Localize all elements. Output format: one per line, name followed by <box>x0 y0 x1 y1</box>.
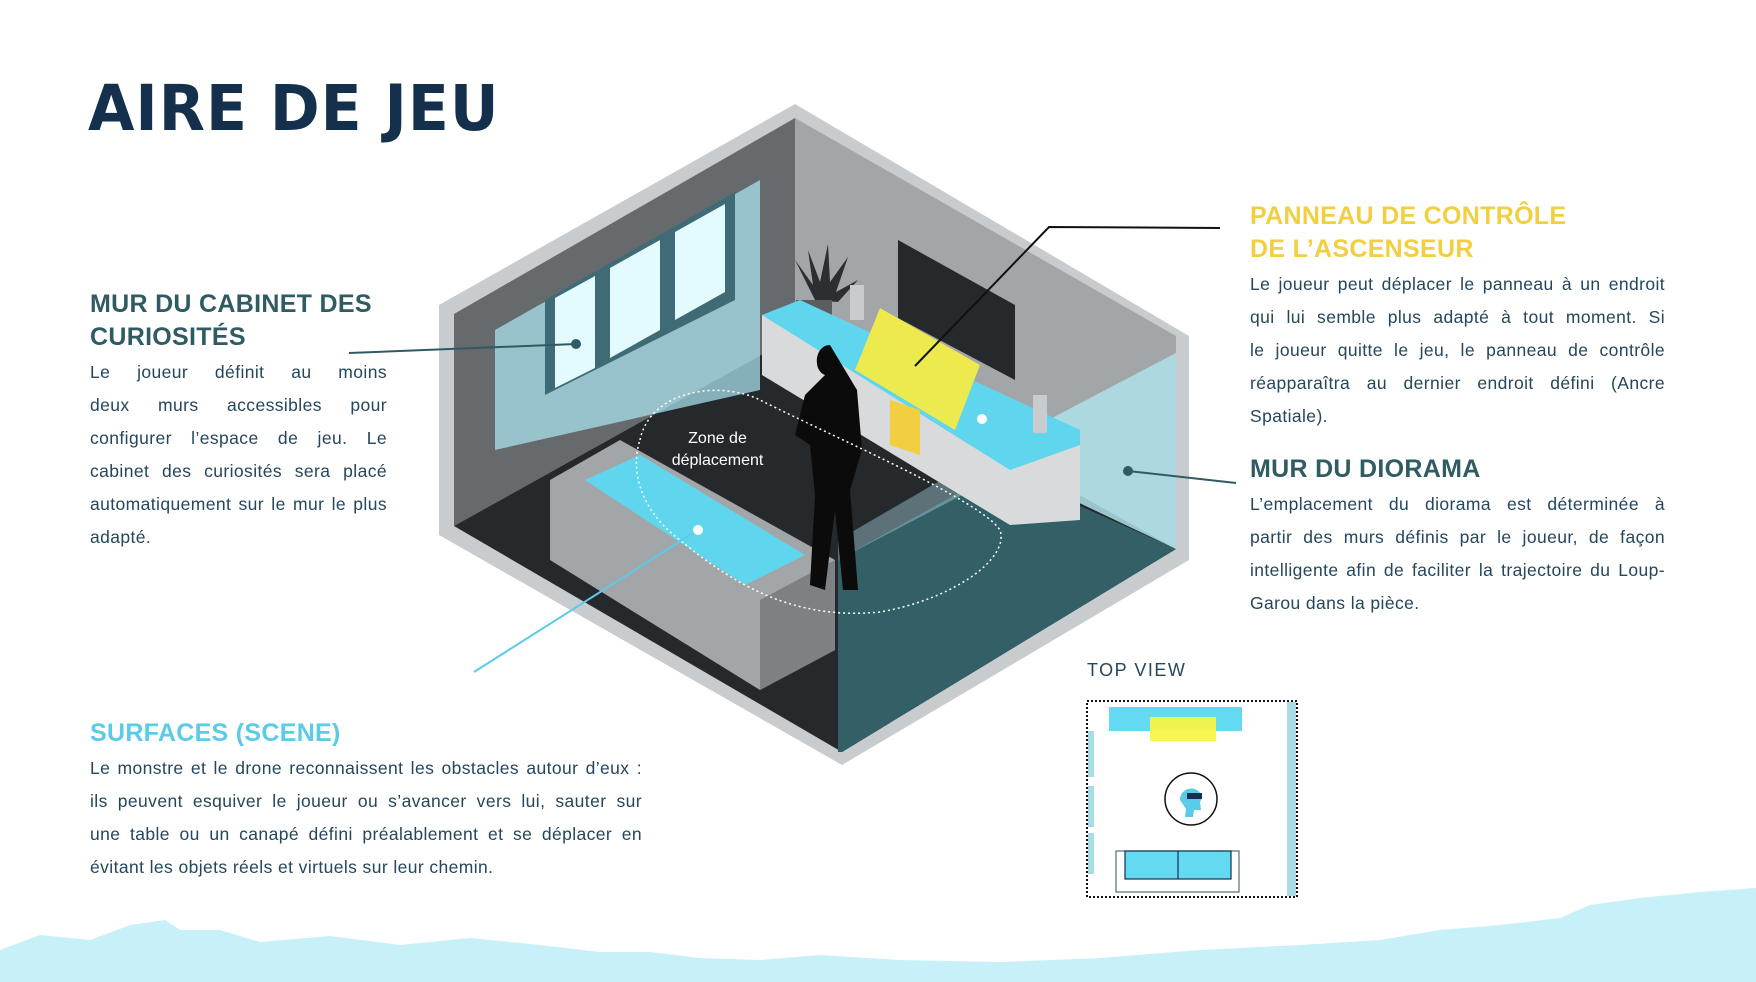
diorama-wall-highlight <box>1010 353 1176 549</box>
text-line: configurer l’espace de jeu. Le <box>90 428 387 448</box>
cabinet-section: MUR DU CABINET DES CURIOSITÉS Le joueur … <box>90 288 387 554</box>
cabinet-callout-dot <box>571 339 581 349</box>
text-line: une table ou un canapé défini préalablem… <box>90 824 642 844</box>
text-line: deux murs accessibles pour <box>90 395 387 415</box>
text-line: Garou dans la pièce. <box>1250 593 1420 613</box>
text-line: Le joueur définit au moins <box>90 362 387 382</box>
diorama-callout-line <box>1127 470 1237 484</box>
tv <box>898 240 1015 380</box>
heading-line: DE L’ASCENSEUR <box>1250 235 1474 263</box>
panel-dot <box>977 414 987 424</box>
diorama-heading: MUR DU DIORAMA <box>1250 455 1481 483</box>
zone-label-line: déplacement <box>671 452 764 469</box>
text-line: adapté. <box>90 527 152 547</box>
text-line: automatiquement sur le mur le plus <box>90 494 387 514</box>
text-line: Le joueur peut déplacer le panneau à un … <box>1250 274 1665 294</box>
plant-icon <box>795 244 858 302</box>
heading-line: PANNEAU DE CONTRÔLE <box>1250 202 1567 230</box>
cabinet-heading: MUR DU CABINET DES CURIOSITÉS <box>90 288 387 354</box>
panel-heading: PANNEAU DE CONTRÔLE DE L’ASCENSEUR <box>1250 200 1665 266</box>
speaker <box>850 285 864 320</box>
panel-callout-line <box>914 225 1221 367</box>
text-line: ils peuvent esquiver le joueur ou s’avan… <box>90 791 642 811</box>
surfaces-callout-dot <box>693 525 703 535</box>
diorama-floor <box>838 470 1176 752</box>
text-line: évitant les objets réels et virtuels sur… <box>90 857 494 877</box>
control-panel <box>855 308 980 430</box>
diorama-callout-dot <box>1123 466 1133 476</box>
diorama-body: L’emplacement du diorama est déterminée … <box>1250 488 1665 620</box>
zone-label-line: Zone de <box>688 430 747 447</box>
text-line: intelligente afin de faciliter la trajec… <box>1250 560 1665 580</box>
text-line: le joueur quitte le jeu, le panneau de c… <box>1250 340 1665 360</box>
panel-body: Le joueur peut déplacer le panneau à un … <box>1250 268 1665 433</box>
window-pane <box>555 276 595 388</box>
player-silhouette <box>795 345 862 590</box>
surfaces-section: SURFACES (SCENE) Le monstre et le drone … <box>90 717 642 884</box>
surfaces-body: Le monstre et le drone reconnaissent les… <box>90 752 642 884</box>
movement-zone-label: Zone de déplacement <box>650 428 785 472</box>
text-line: partir des murs définis par le joueur, d… <box>1250 527 1665 547</box>
text-line: qui lui semble plus adapté à tout moment… <box>1250 307 1665 327</box>
text-line: L’emplacement du diorama est déterminée … <box>1250 494 1665 514</box>
top-view-panel <box>1150 717 1216 741</box>
movement-zone <box>635 389 1002 615</box>
cabinet-callout-line <box>348 343 577 354</box>
text-line: réapparaîtra au dernier endroit défini (… <box>1250 373 1665 393</box>
surfaces-heading: SURFACES (SCENE) <box>90 719 341 747</box>
text-line: Le monstre et le drone reconnaissent les… <box>90 758 642 778</box>
text-line: cabinet des curiosités sera placé <box>90 461 387 481</box>
panel-section: PANNEAU DE CONTRÔLE DE L’ASCENSEUR Le jo… <box>1250 200 1665 433</box>
top-view-label: TOP VIEW <box>1087 660 1187 680</box>
heading-line: MUR DU CABINET DES <box>90 290 372 318</box>
diorama-section: MUR DU DIORAMA L’emplacement du diorama … <box>1250 453 1665 620</box>
speaker <box>1033 395 1047 433</box>
text-line: Spatiale). <box>1250 406 1328 426</box>
top-view-diagram <box>1086 700 1298 898</box>
surfaces-callout-line <box>473 529 699 673</box>
bottom-wave-decoration <box>0 888 1756 982</box>
page-title: AIRE DE JEU <box>88 72 500 146</box>
cabinet-body: Le joueur définit au moins deux murs acc… <box>90 356 387 554</box>
heading-line: CURIOSITÉS <box>90 323 246 351</box>
